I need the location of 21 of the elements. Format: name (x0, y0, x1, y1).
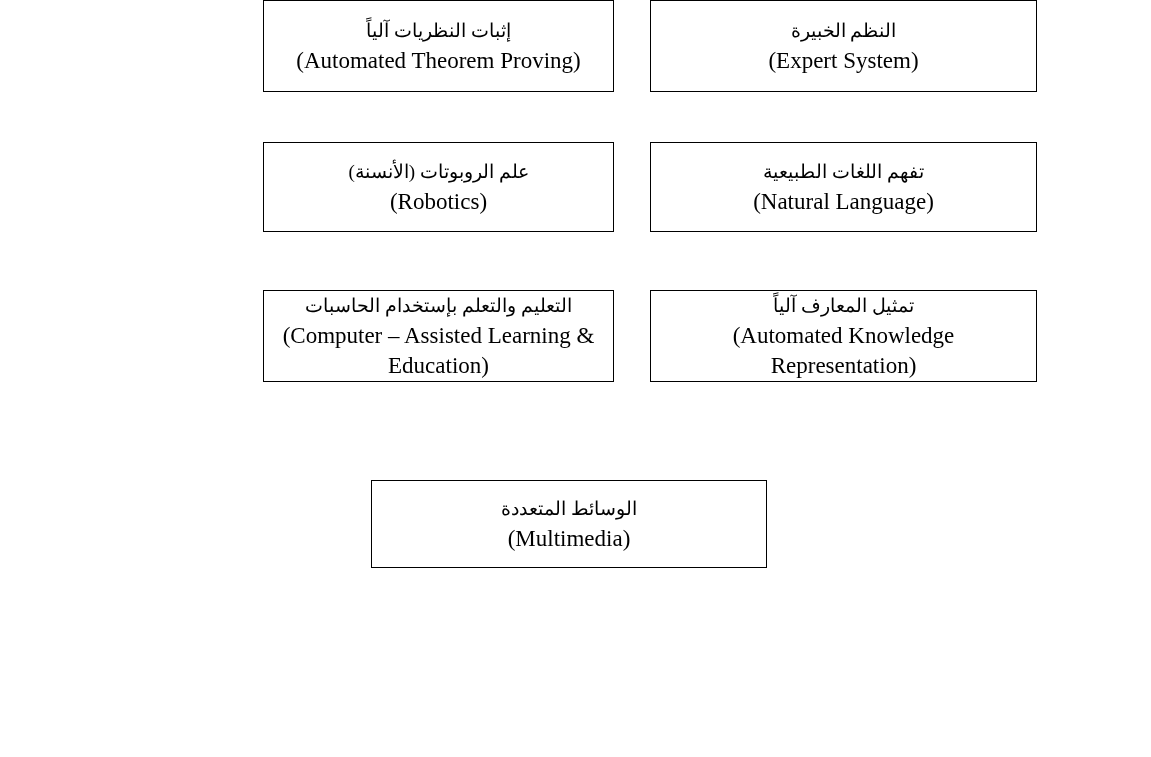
english-title: (Robotics) (389, 188, 488, 216)
topic-box (263, 290, 614, 382)
arabic-title: تفهم اللغات الطبيعية (763, 160, 924, 185)
arabic-title: إثبات النظريات آلياً (366, 16, 511, 46)
topic-box (650, 0, 1037, 92)
topic-box (650, 290, 1037, 382)
english-title: (Expert System) (768, 47, 919, 75)
topic-box (371, 480, 767, 568)
topic-box (263, 142, 614, 232)
topic-box (650, 142, 1037, 232)
english-title: (Automated Theorem Proving) (296, 47, 581, 75)
arabic-title: علم الروبوتات (الأنسنة) (348, 158, 529, 185)
arabic-title: التعليم والتعلم بإستخدام الحاسبات (305, 294, 572, 319)
english-title: (Multimedia) (507, 525, 631, 553)
english-title: (Computer – Assisted Learning & Education) (281, 322, 596, 380)
arabic-title: الوسائط المتعددة (501, 497, 637, 522)
arabic-title: تمثيل المعارف آلياً (773, 291, 914, 321)
english-title: (Automated Knowledge Representation) (731, 322, 956, 380)
arabic-title: النظم الخبيرة (790, 19, 897, 44)
topic-box (263, 0, 614, 92)
english-title: (Natural Language) (753, 188, 934, 216)
